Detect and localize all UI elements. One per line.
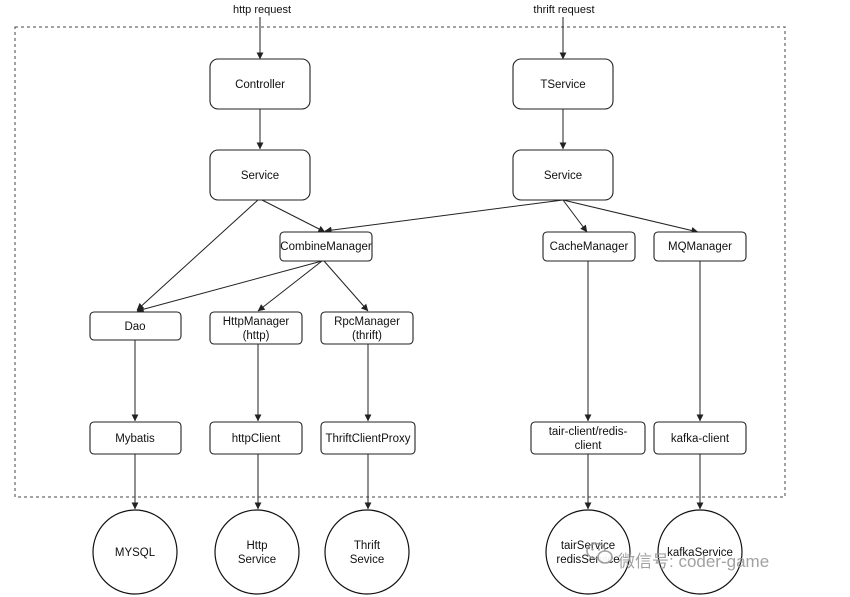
http-manager-sublabel: (http): [243, 330, 270, 342]
cache-manager-label: CacheManager: [550, 241, 629, 253]
rpc-manager-label: RpcManager: [334, 316, 400, 328]
edge-combine-dao: [136, 260, 323, 313]
thrift-service-sublabel: Sevice: [350, 554, 385, 566]
tair-client-sublabel: client: [575, 440, 603, 452]
service-right-label: Service: [544, 170, 582, 182]
service-left-node: Service: [209, 149, 311, 201]
thrift-client-proxy-node: ThriftClientProxy: [320, 421, 416, 455]
edge-service2-combinemanager: [324, 199, 564, 234]
http-manager-node: HttpManager (http): [209, 311, 303, 345]
tservice-label: TService: [540, 79, 585, 91]
watermark: 微信号: coder-game: [586, 542, 769, 571]
edge-service-dao: [136, 199, 259, 311]
tservice-node: TService: [512, 58, 614, 110]
watermark-text: 微信号: coder-game: [618, 552, 769, 571]
kafka-service: kafkaService: [657, 509, 743, 595]
mq-manager-node: MQManager: [653, 231, 747, 262]
system-boundary: [14, 26, 786, 498]
combine-manager-node: CombineManager: [279, 231, 373, 262]
http-client-node: httpClient: [209, 421, 303, 455]
service-right-node: Service: [512, 149, 614, 201]
cache-manager-node: CacheManager: [542, 231, 636, 262]
edge-combine-rpcmanager: [323, 260, 369, 312]
wechat-icon: [586, 542, 613, 564]
tair-client-node: tair-client/redis- client: [530, 421, 646, 455]
controller-node: Controller: [209, 58, 311, 110]
http-service-sublabel: Service: [238, 554, 276, 566]
dao-label: Dao: [124, 321, 145, 333]
edges: [131, 17, 704, 510]
mybatis-node: Mybatis: [89, 421, 182, 455]
dao-node: Dao: [89, 311, 182, 341]
tair-service-label: tairService: [561, 540, 615, 552]
mysql-service: MYSQL: [92, 509, 178, 595]
thrift-service: Thrift Sevice: [324, 509, 410, 595]
kafka-service-label: kafkaService: [667, 547, 733, 559]
rpc-manager-sublabel: (thrift): [352, 330, 382, 342]
kafka-client-label: kafka-client: [671, 433, 730, 445]
http-service: Http Service: [214, 509, 300, 595]
edge-service2-cachemanager: [562, 199, 588, 233]
http-manager-label: HttpManager: [223, 316, 290, 328]
edge-combine-httpmanager: [257, 260, 323, 312]
edge-service2-mqmanager: [562, 199, 699, 234]
mysql-label: MYSQL: [115, 547, 156, 559]
thrift-client-proxy-label: ThriftClientProxy: [326, 433, 411, 445]
tair-client-label: tair-client/redis-: [549, 426, 628, 438]
thrift-request-label: thrift request: [533, 4, 594, 16]
thrift-service-label: Thrift: [354, 540, 381, 552]
mybatis-label: Mybatis: [115, 433, 155, 445]
http-request-label: http request: [233, 4, 291, 16]
edge-service-combinemanager: [261, 199, 326, 233]
rpc-manager-node: RpcManager (thrift): [320, 311, 414, 345]
http-client-label: httpClient: [232, 433, 281, 445]
http-service-label: Http: [246, 540, 267, 552]
mq-manager-label: MQManager: [668, 241, 732, 253]
combine-manager-label: CombineManager: [280, 241, 372, 253]
service-left-label: Service: [241, 170, 279, 182]
kafka-client-node: kafka-client: [653, 421, 747, 455]
controller-label: Controller: [235, 79, 285, 91]
